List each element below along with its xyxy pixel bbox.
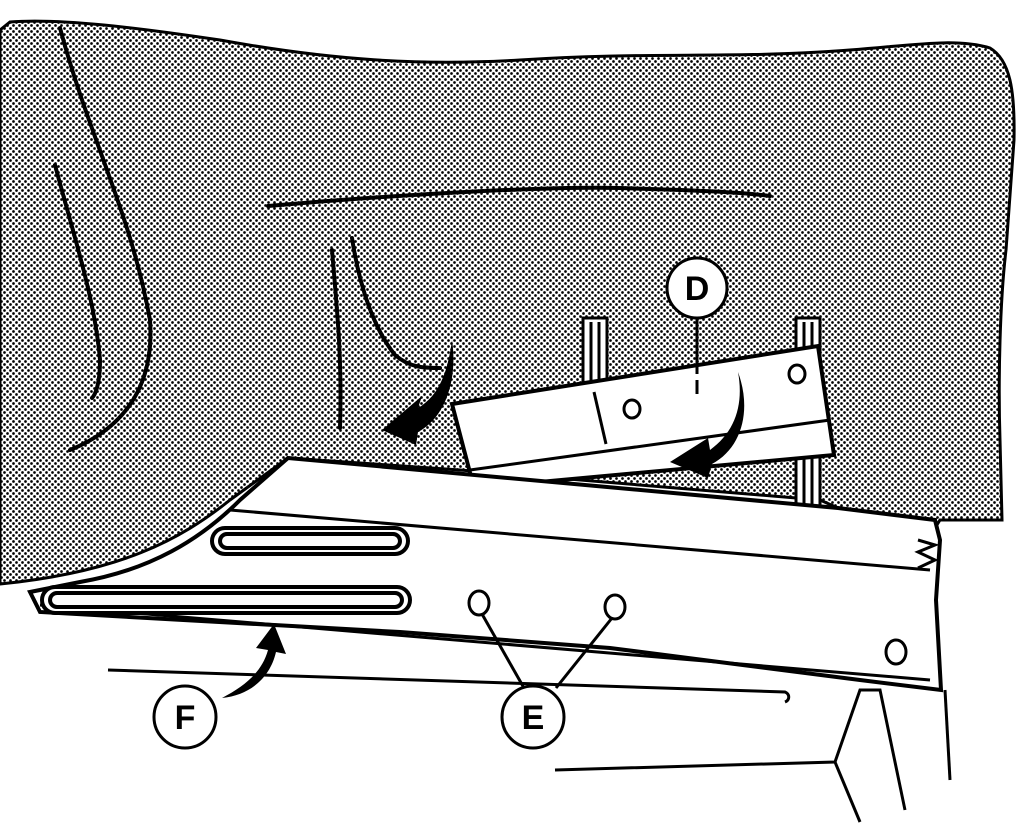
rail-slots [40,526,412,615]
arrow-left-icon [382,340,454,445]
callout-d: D [665,256,729,320]
motion-arrows [222,340,745,698]
rail-holes [467,589,908,666]
callout-e: E [500,684,566,750]
bracket-holes [622,363,807,420]
callout-e-label: E [522,699,545,737]
front-rail [27,455,944,693]
callout-d-label: D [685,270,710,308]
arrow-right-icon [670,372,745,478]
fabric-fold-lines [53,26,772,452]
frame-lines [107,668,952,823]
leader-lines [480,310,699,689]
callout-f: F [152,684,218,750]
callout-f-label: F [175,699,196,737]
arrow-f-icon [222,624,286,698]
